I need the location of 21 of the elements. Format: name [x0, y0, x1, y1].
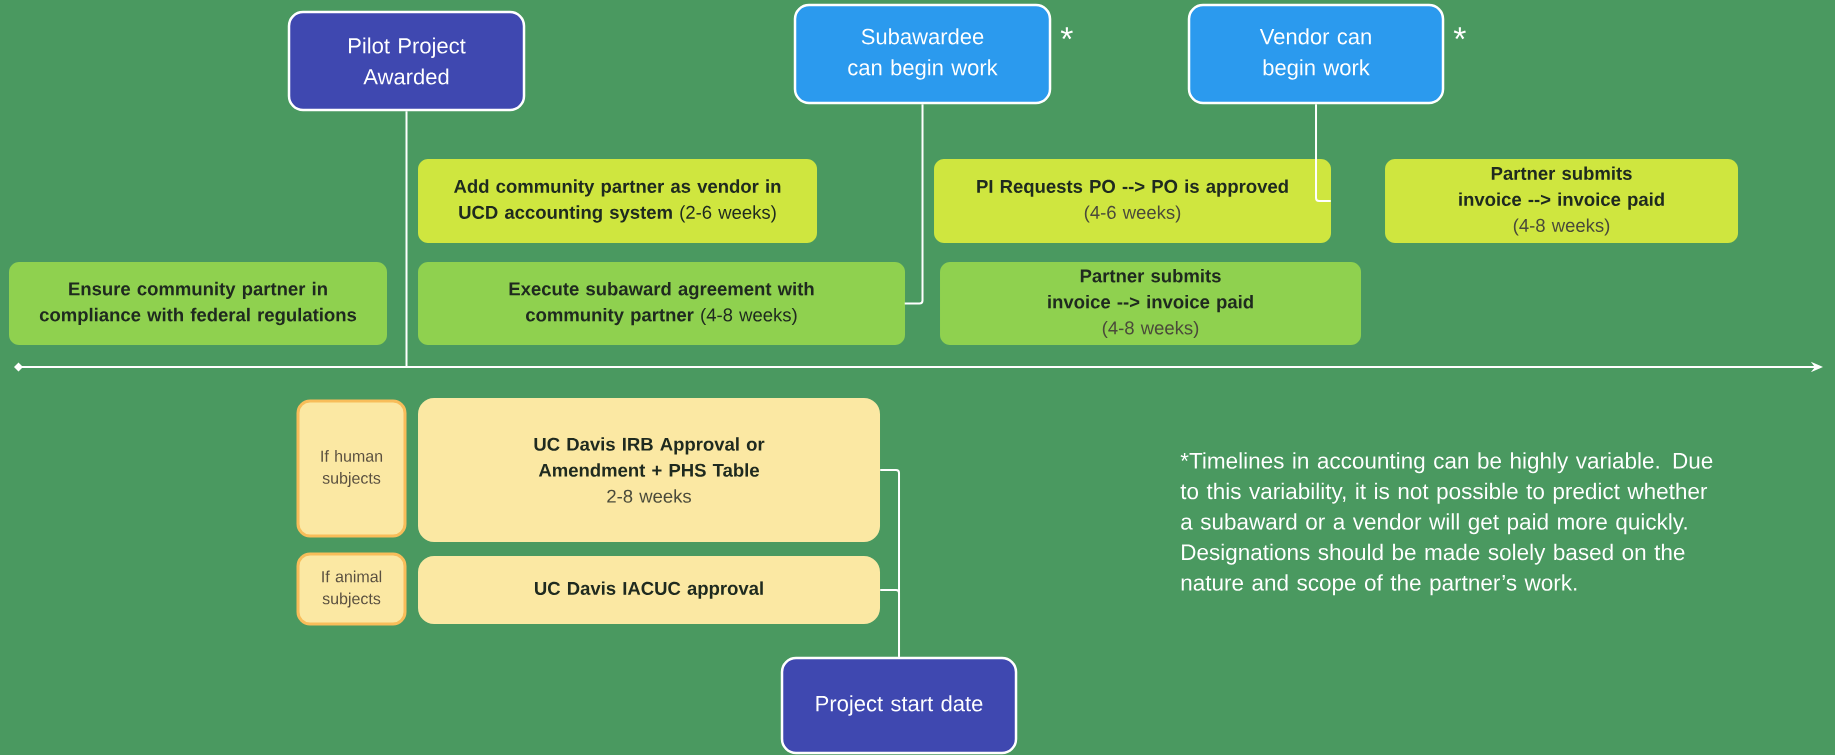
task-box: Partner submits invoice --> invoice paid (4-8 weeks): [1385, 159, 1738, 243]
task-box: UC Davis IRB Approval or Amendment + PHS Table 2-8 weeks: [418, 398, 880, 542]
connector-line: [879, 589, 900, 658]
connector-line: [405, 110, 408, 367]
asterisk: *: [1060, 27, 1073, 40]
connector-line: [1315, 103, 1332, 202]
footnote-text: *Timelines in accounting can be highly variable. Due to this variability, it is not possible to predict whether a subaward or a vendor will get paid more quickly. Designations should be made solely based on the nature and scope of the partner’s work.: [1180, 452, 1713, 596]
milestone-box: Pilot Project Awarded: [287, 10, 526, 112]
task-box: Partner submits invoice --> invoice paid (4-8 weeks): [940, 262, 1361, 345]
condition-box: If animal subjects: [296, 552, 407, 626]
milestone-box: Project start date: [780, 656, 1018, 755]
milestone-box: Subawardee can begin work: [793, 3, 1052, 105]
task-box: PI Requests PO --> PO is approved (4-6 weeks): [934, 159, 1331, 243]
asterisk: *: [1453, 27, 1466, 40]
task-box: Ensure community partner in compliance with federal regulations: [9, 262, 387, 345]
connector-line: [903, 103, 924, 305]
task-box: Execute subaward agreement with community partner (4-8 weeks): [418, 262, 905, 345]
condition-box: If human subjects: [296, 399, 407, 538]
milestone-box: Vendor can begin work: [1187, 3, 1445, 105]
task-box: UC Davis IACUC approval: [418, 556, 880, 624]
task-box: Add community partner as vendor in UCD accounting system (2-6 weeks): [418, 159, 817, 243]
